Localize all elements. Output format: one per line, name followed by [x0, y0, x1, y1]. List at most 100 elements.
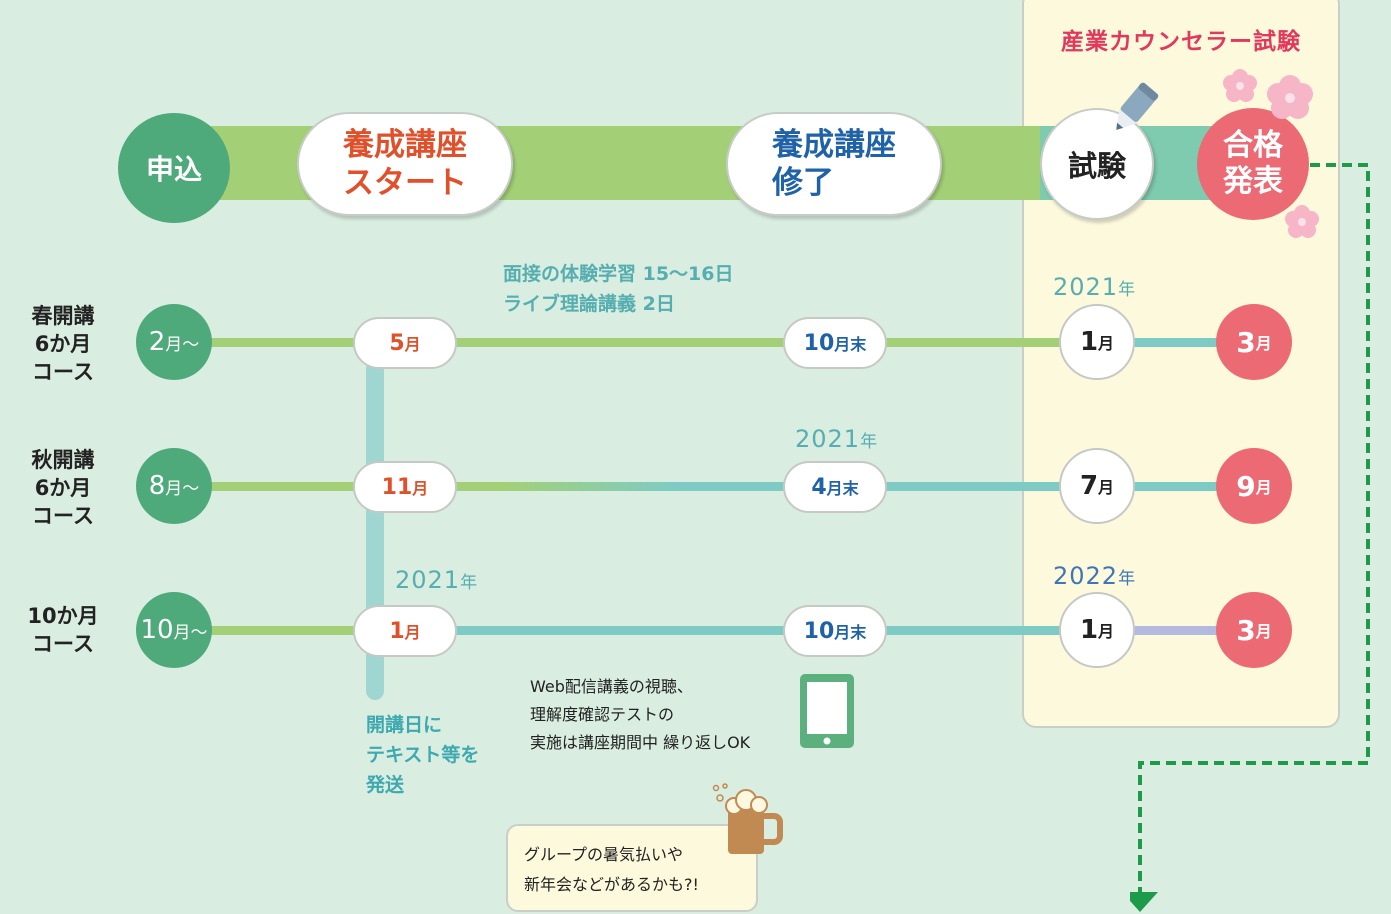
row2-exam-unit: 月 [1098, 478, 1115, 497]
row3-pass-unit: 月 [1255, 622, 1272, 641]
course-end-label-1: 養成講座 [772, 127, 896, 163]
course-start-step: 養成講座 スタート [297, 112, 513, 216]
row2-label-line3: コース [32, 504, 94, 528]
row2-start-num: 11 [381, 474, 413, 500]
course-start-label-2: スタート [343, 165, 467, 201]
row3-end-unit: 月末 [834, 623, 867, 642]
row3-exam-year-unit: 年 [1118, 569, 1137, 589]
row2-label: 秋開講 6か月 コース [8, 446, 118, 530]
row1-exam-year-unit: 年 [1118, 280, 1137, 300]
row2-label-line2: 6か月 [34, 476, 92, 500]
row3-start-year-num: 2021 [395, 566, 461, 594]
row1-label-line1: 春開講 [31, 304, 95, 328]
row1-pass-num: 3 [1236, 325, 1256, 359]
row3-start-unit: 月 [404, 623, 421, 642]
row3-exam-num: 1 [1079, 615, 1099, 645]
row2-exam-num: 7 [1079, 471, 1099, 501]
web-note-line3: 実施は講座期間中 繰り返しOK [530, 733, 751, 752]
pass-announcement-step: 合格 発表 [1197, 108, 1309, 220]
party-note: グループの暑気払いや 新年会などがあるかも?! [524, 840, 699, 900]
row3-start-year-unit: 年 [460, 573, 479, 593]
party-note-line1: グループの暑気払いや [524, 845, 684, 864]
shipping-note-line1: 開講日に [366, 714, 443, 736]
row1-line-exam [1120, 338, 1250, 347]
apply-step: 申込 [118, 113, 230, 223]
row3-label-line2: コース [32, 632, 94, 656]
row3-start-num: 1 [389, 618, 405, 644]
row2-apply-num: 8 [148, 471, 166, 501]
row1-label-line2: 6か月 [34, 332, 92, 356]
row1-exam-year: 2021年 [1053, 273, 1136, 301]
row2-line [200, 482, 1070, 491]
row1-exam-year-num: 2021 [1053, 273, 1119, 301]
row1-end-unit: 月末 [834, 335, 867, 354]
row3-end-num: 10 [803, 618, 835, 644]
next-step-dashed-arrow [1130, 163, 1370, 912]
row1-end-num: 10 [803, 330, 835, 356]
cherry-blossom-icon [1223, 69, 1319, 238]
row2-line-exam [1120, 482, 1250, 491]
row1-label-line3: コース [32, 360, 94, 384]
row3-label-line1: 10か月 [27, 604, 99, 628]
row3-start-year: 2021年 [395, 566, 478, 594]
apply-step-label: 申込 [145, 153, 202, 186]
interview-note-line2: ライブ理論講義 2日 [503, 293, 675, 315]
row1-exam-num: 1 [1079, 327, 1099, 357]
shipping-note: 開講日に テキスト等を 発送 [366, 710, 479, 800]
row2-pass-num: 9 [1236, 469, 1256, 503]
row3-pass-num: 3 [1236, 613, 1256, 647]
pencil-icon [1116, 82, 1159, 130]
row3-exam-year: 2022年 [1053, 562, 1136, 590]
row3-line [440, 626, 1070, 635]
interview-note-line1: 面接の体験学習 15～16日 [503, 263, 734, 285]
row2-apply-unit: 月～ [165, 478, 200, 499]
row2-end-year-num: 2021 [795, 425, 861, 453]
row2-pass-unit: 月 [1255, 478, 1272, 497]
row2-start-unit: 月 [412, 479, 429, 498]
row1-label: 春開講 6か月 コース [8, 302, 118, 386]
row3-line-exam [1120, 626, 1250, 635]
pass-label-2: 発表 [1223, 164, 1283, 199]
row2-end-unit: 月末 [826, 479, 859, 498]
web-note-line2: 理解度確認テストの [530, 705, 675, 724]
exam-step: 試験 [1040, 108, 1154, 220]
row3-apply-unit: 月～ [173, 622, 208, 643]
shipping-note-line3: 発送 [366, 774, 405, 796]
course-start-label-1: 養成講座 [343, 127, 467, 163]
course-end-step: 養成講座 修了 [726, 112, 942, 216]
row2-end-year-unit: 年 [860, 432, 879, 452]
party-note-bubble [506, 824, 758, 912]
row1-line [200, 338, 1070, 347]
row3-exam-year-num: 2022 [1053, 562, 1119, 590]
row1-exam-unit: 月 [1098, 334, 1115, 353]
row2-end-year: 2021年 [795, 425, 878, 453]
web-note-line1: Web配信講義の視聴、 [530, 677, 693, 696]
row1-start-unit: 月 [404, 335, 421, 354]
row1-apply-num: 2 [148, 327, 166, 357]
beer-mug-icon [712, 783, 783, 854]
pass-label-1: 合格 [1223, 128, 1283, 163]
row3-label: 10か月 コース [8, 602, 118, 658]
exam-panel-title: 産業カウンセラー試験 [1061, 29, 1301, 55]
row1-pass-unit: 月 [1255, 334, 1272, 353]
row3-apply-num: 10 [140, 615, 174, 645]
row1-apply-unit: 月～ [165, 334, 200, 355]
interview-note: 面接の体験学習 15～16日 ライブ理論講義 2日 [503, 259, 734, 319]
course-end-label-2: 修了 [772, 165, 834, 201]
row3-line-apply [200, 626, 370, 635]
shipping-note-line2: テキスト等を [366, 744, 480, 766]
